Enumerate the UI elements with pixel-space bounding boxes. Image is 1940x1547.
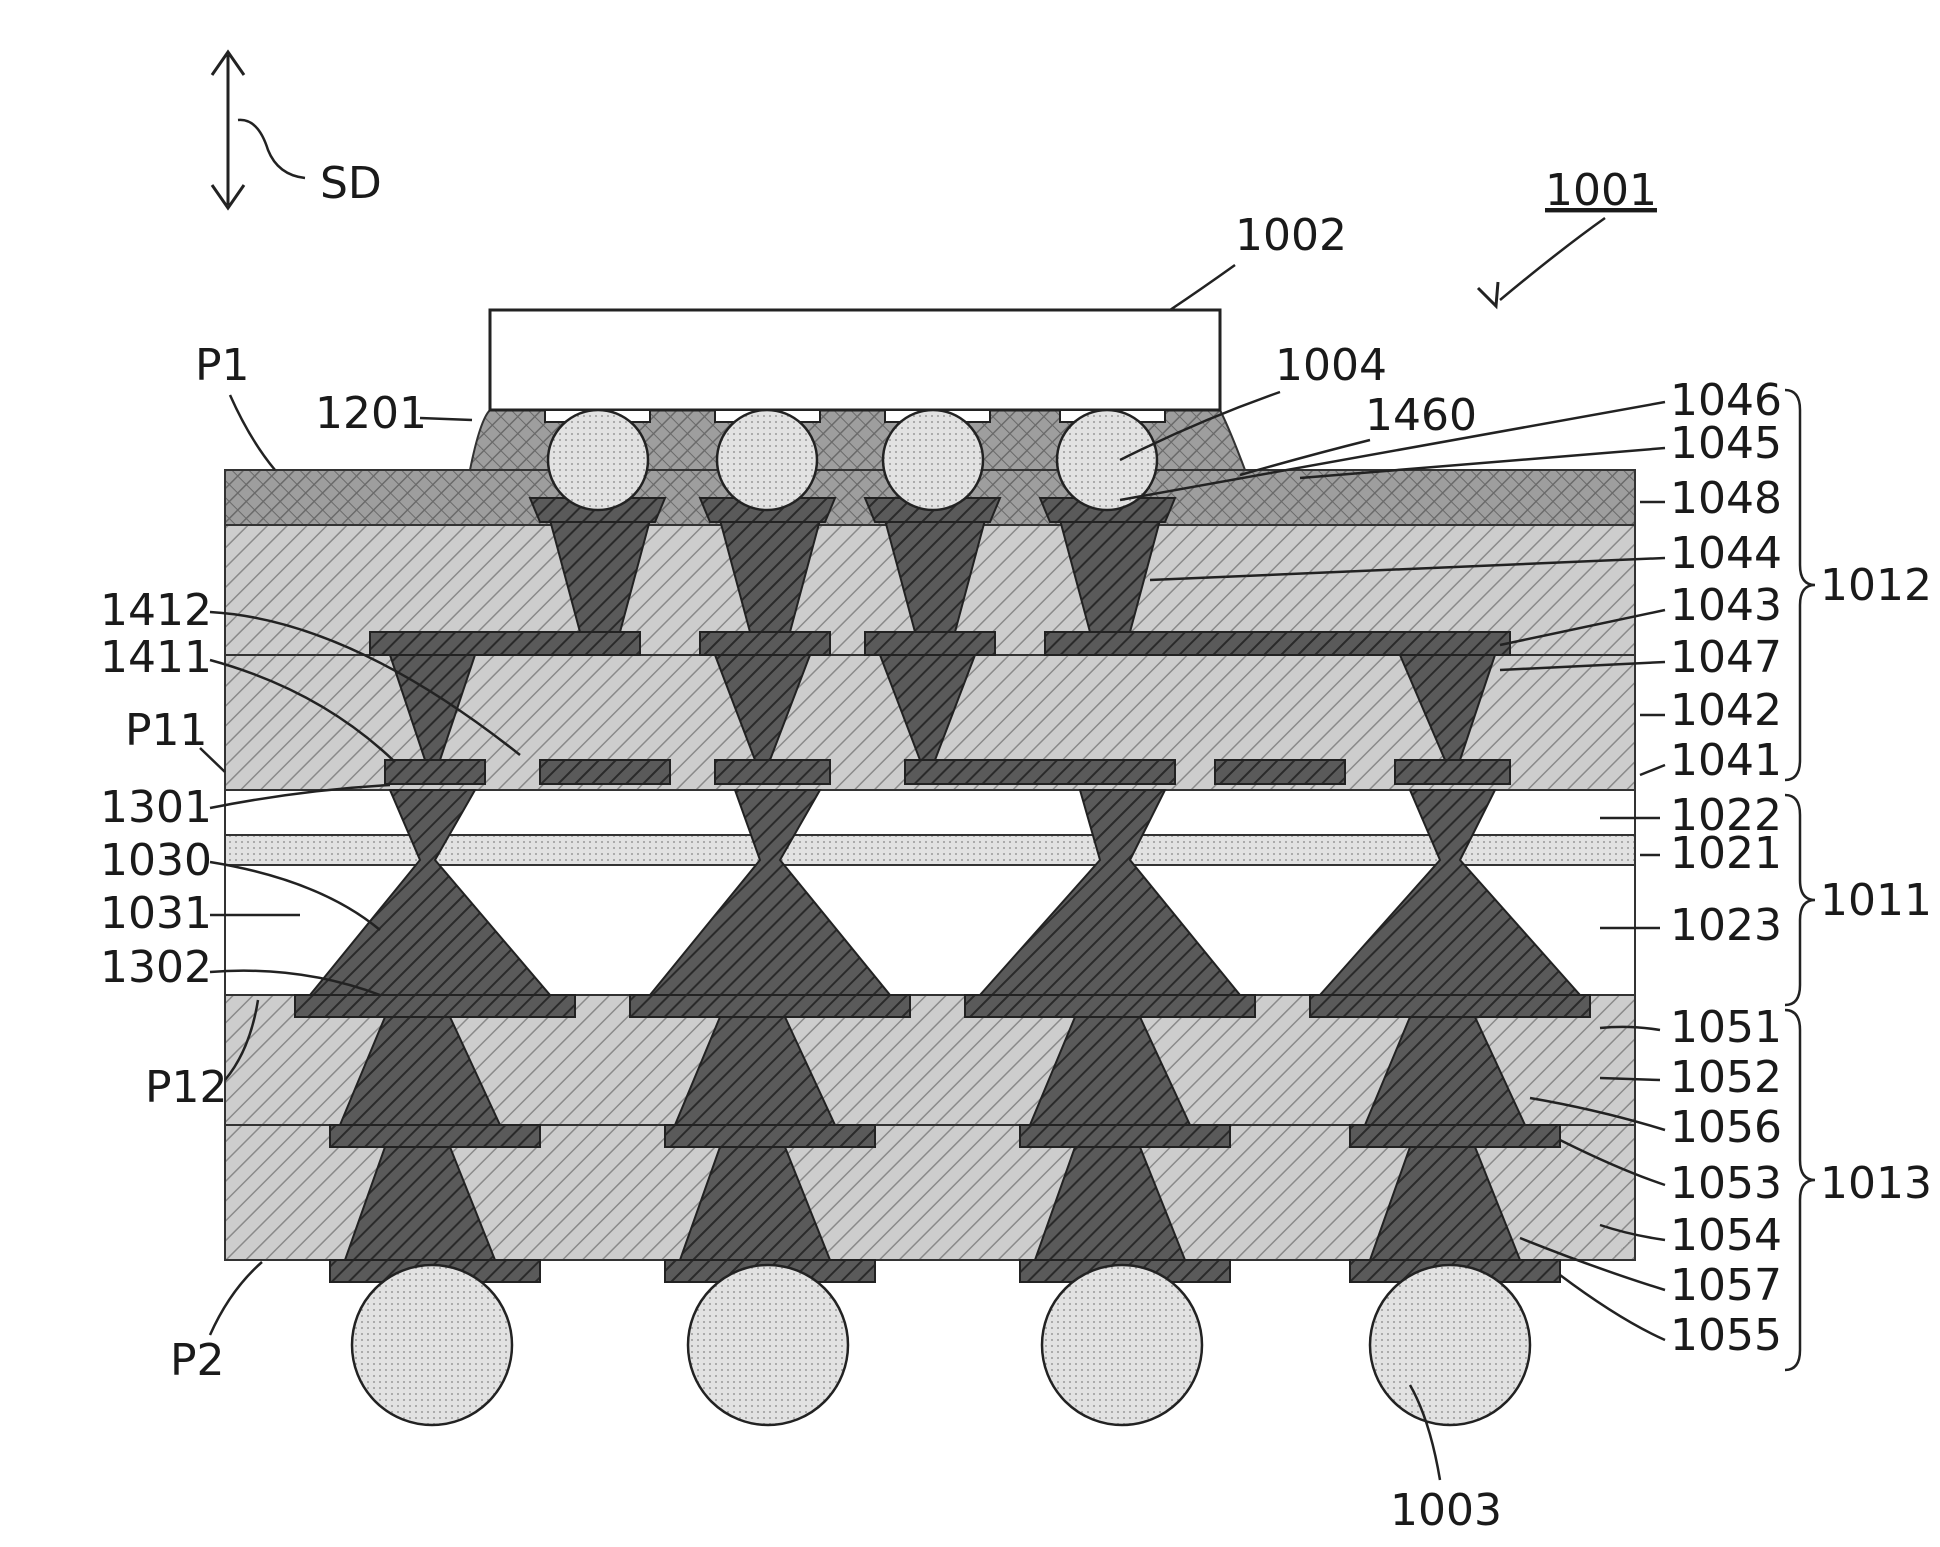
label-1057: 1057 xyxy=(1670,1260,1782,1311)
land xyxy=(295,995,575,1017)
package-reference-label: 1001 xyxy=(1545,165,1657,216)
brace-1011 xyxy=(1785,795,1815,1005)
brace-1013 xyxy=(1785,1010,1815,1370)
label-1045: 1045 xyxy=(1670,418,1782,469)
package-reference-leader xyxy=(1500,218,1605,300)
label-1021: 1021 xyxy=(1670,828,1782,879)
solder-ball-label: 1003 xyxy=(1390,1485,1502,1536)
land xyxy=(865,632,995,655)
bump-label: 1004 xyxy=(1275,340,1387,391)
chip-label: 1002 xyxy=(1235,210,1347,261)
label-1301: 1301 xyxy=(100,782,212,833)
underfill-label: 1201 xyxy=(315,388,427,439)
land xyxy=(700,632,830,655)
surface-p1-leader xyxy=(230,395,275,470)
label-1043: 1043 xyxy=(1670,580,1782,631)
package-reference-arrowhead xyxy=(1478,282,1498,306)
land xyxy=(540,760,670,784)
label-1030: 1030 xyxy=(100,835,212,886)
label-1048: 1048 xyxy=(1670,473,1782,524)
surface-label-p11: P11 xyxy=(125,705,208,756)
pads-1043 xyxy=(370,632,1510,655)
label-1031: 1031 xyxy=(100,888,212,939)
label-1044: 1044 xyxy=(1670,528,1782,579)
label-1051: 1051 xyxy=(1670,1002,1782,1053)
solder-balls xyxy=(352,1265,1530,1425)
bump xyxy=(548,410,648,510)
chip-leader xyxy=(1170,265,1235,310)
bottom-pads-1055 xyxy=(330,1260,1560,1282)
land xyxy=(1215,760,1345,784)
label-1053: 1053 xyxy=(1670,1158,1782,1209)
stacking-direction-arrow xyxy=(212,52,305,208)
bump xyxy=(717,410,817,510)
surface-label-p12: P12 xyxy=(145,1062,228,1113)
land xyxy=(665,1125,875,1147)
label-1052: 1052 xyxy=(1670,1052,1782,1103)
land xyxy=(1350,1125,1560,1147)
brace-1012 xyxy=(1785,390,1815,780)
surface-label-p2: P2 xyxy=(170,1335,225,1386)
label-1041-leader xyxy=(1640,765,1665,775)
land xyxy=(1045,632,1510,655)
surface-p11-leader xyxy=(200,748,225,772)
label-1054: 1054 xyxy=(1670,1210,1782,1261)
label-1056: 1056 xyxy=(1670,1102,1782,1153)
land xyxy=(1395,760,1510,784)
label-1302: 1302 xyxy=(100,942,212,993)
solder-ball xyxy=(1370,1265,1530,1425)
label-1023: 1023 xyxy=(1670,900,1782,951)
label-1411: 1411 xyxy=(100,632,212,683)
direction-label: SD xyxy=(320,158,382,209)
land xyxy=(715,760,830,784)
group-label-1011: 1011 xyxy=(1820,875,1932,926)
label-1412: 1412 xyxy=(100,585,212,636)
resist-label: 1460 xyxy=(1365,390,1477,441)
land xyxy=(630,995,910,1017)
land xyxy=(905,760,1175,784)
label-1047: 1047 xyxy=(1670,632,1782,683)
land xyxy=(370,632,640,655)
solder-ball xyxy=(688,1265,848,1425)
semiconductor-chip xyxy=(490,310,1220,410)
pads-1041 xyxy=(385,760,1510,784)
land xyxy=(385,760,485,784)
land xyxy=(965,995,1255,1017)
land xyxy=(330,1125,540,1147)
group-label-1013: 1013 xyxy=(1820,1158,1932,1209)
surface-label-p1: P1 xyxy=(195,340,250,391)
surface-p2-leader xyxy=(210,1262,262,1335)
group-label-1012: 1012 xyxy=(1820,560,1932,611)
underfill-leader xyxy=(420,418,472,420)
land xyxy=(1310,995,1590,1017)
bump xyxy=(883,410,983,510)
land xyxy=(1020,1125,1230,1147)
solder-ball xyxy=(352,1265,512,1425)
solder-ball xyxy=(1042,1265,1202,1425)
label-1055: 1055 xyxy=(1670,1310,1782,1361)
label-1041: 1041 xyxy=(1670,735,1782,786)
label-1042: 1042 xyxy=(1670,685,1782,736)
